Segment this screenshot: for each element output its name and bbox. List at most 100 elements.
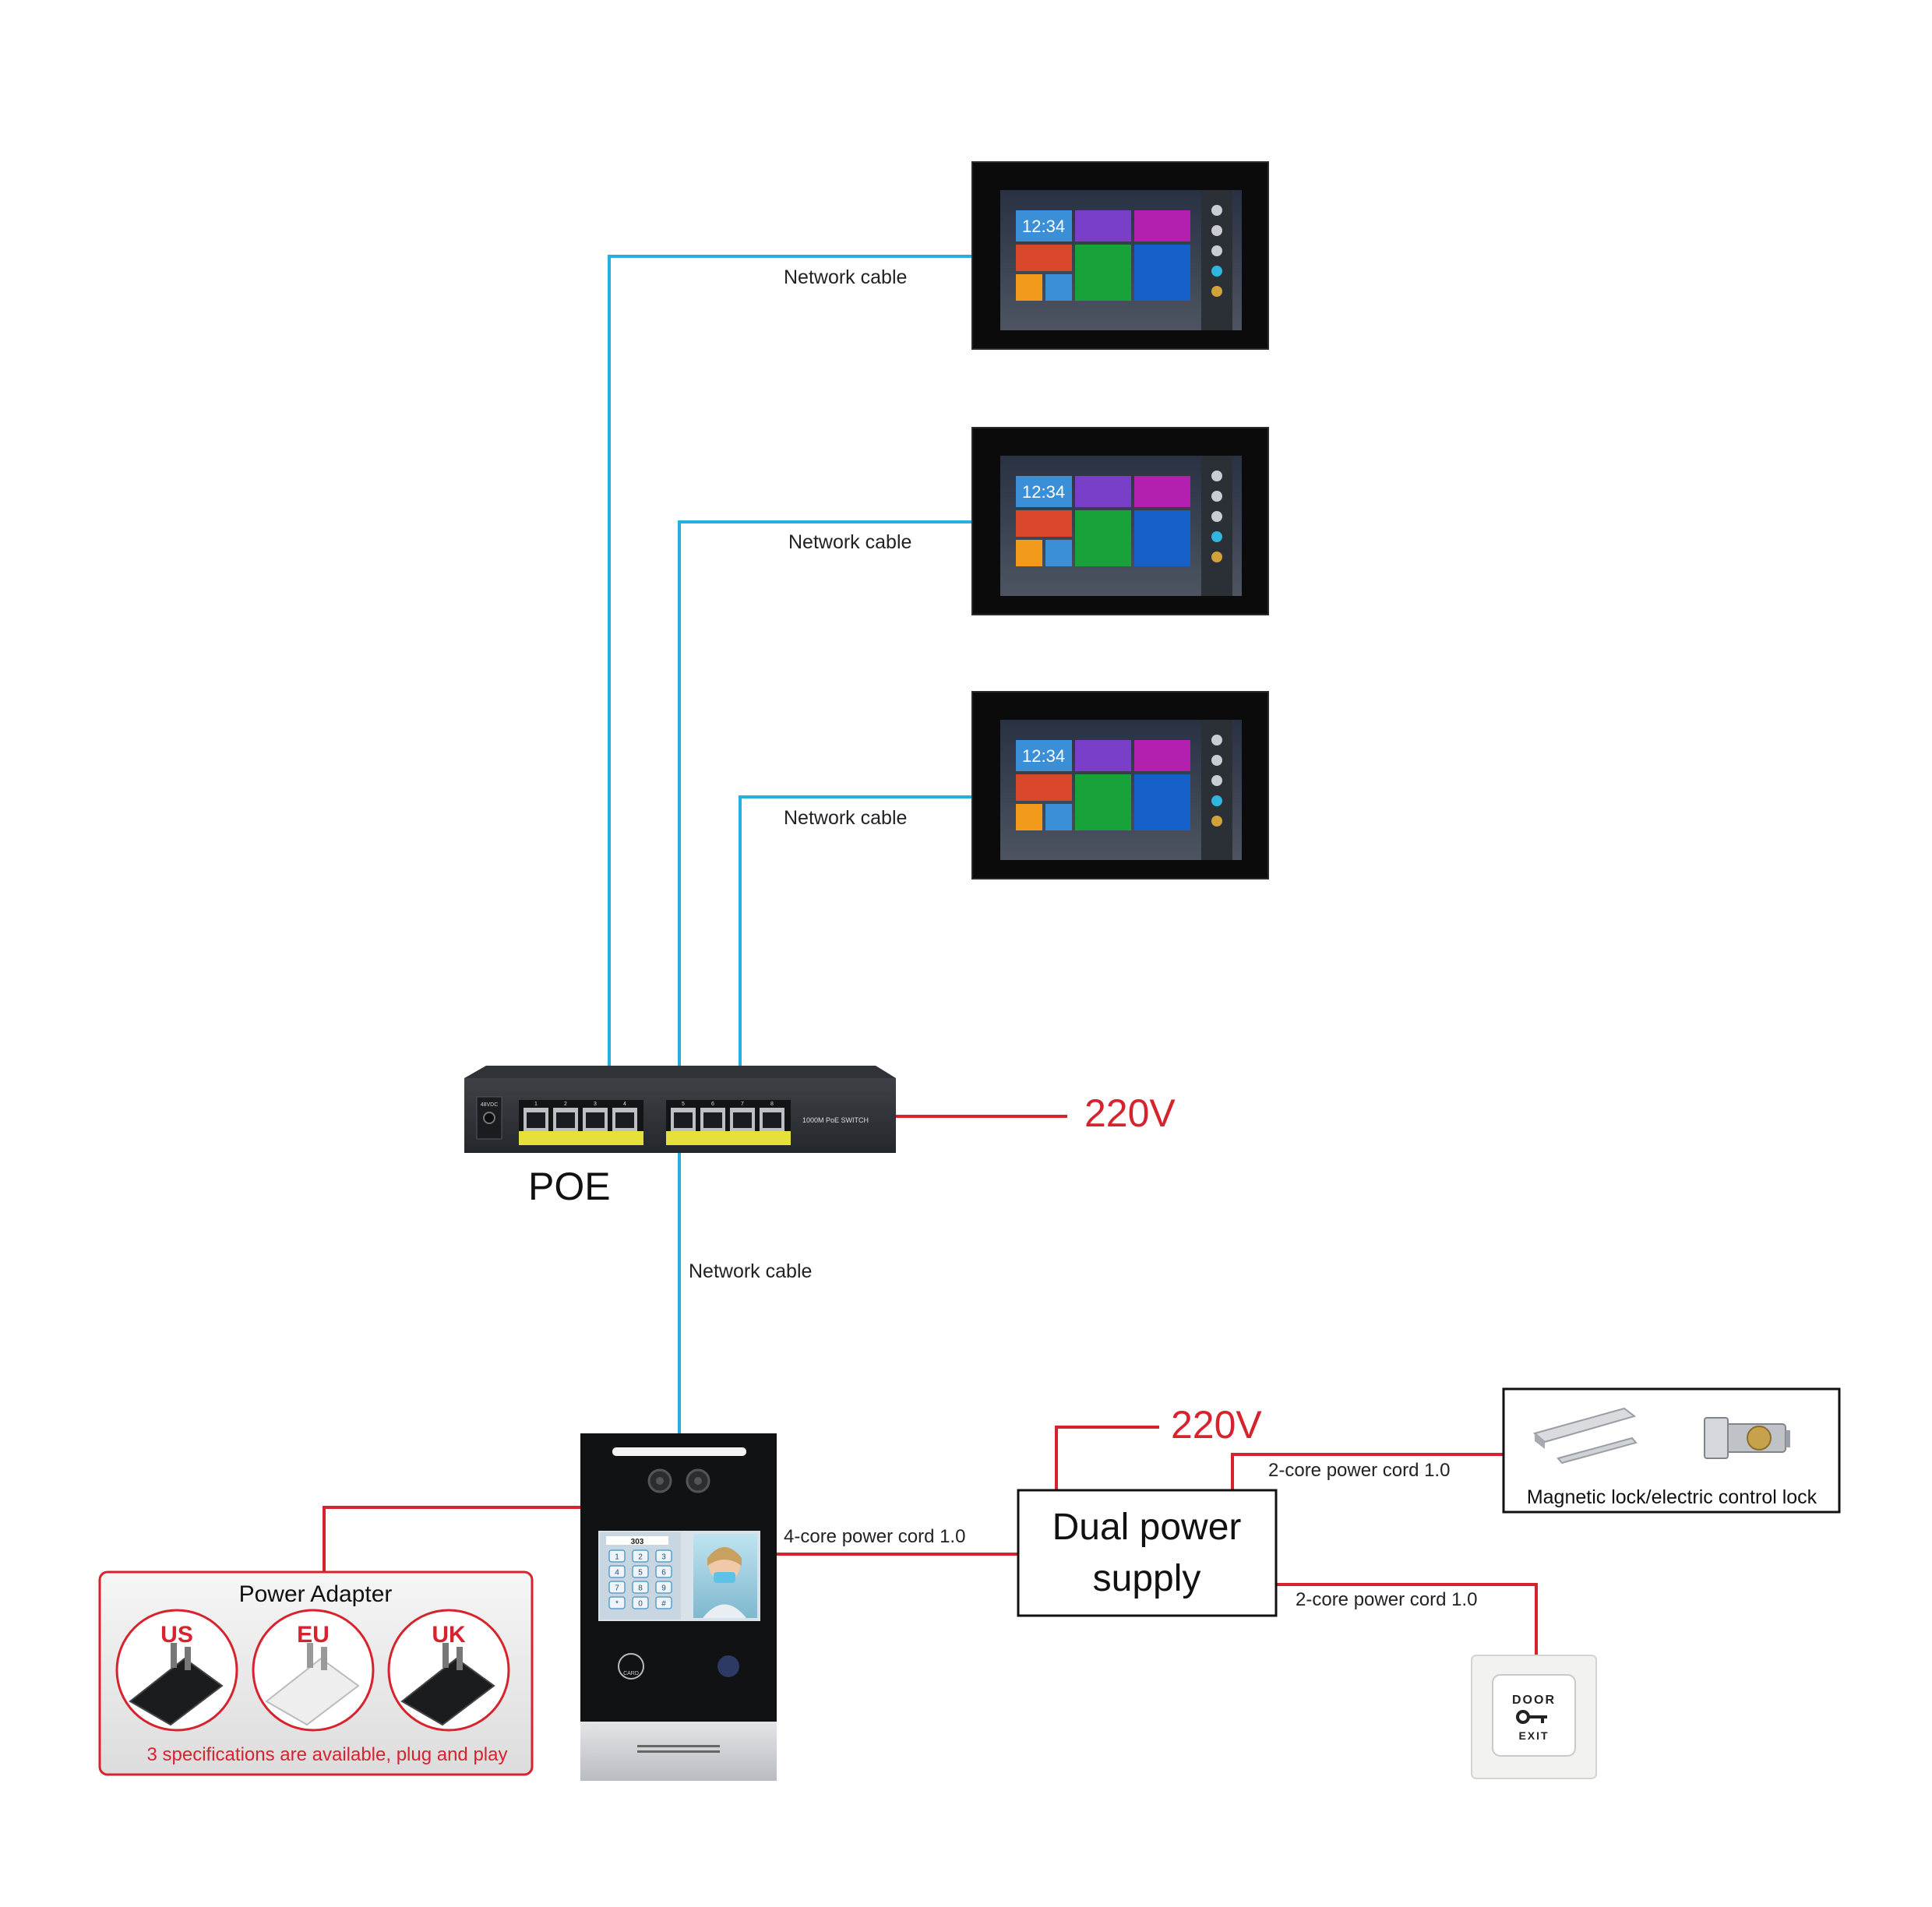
power-line-adapter	[323, 1506, 580, 1572]
indoor-monitor-3: 12:34	[971, 691, 1269, 879]
monitor-side-button-icon	[1211, 225, 1222, 236]
monitor-side-button-icon	[1211, 245, 1222, 256]
monitor-side-button-icon	[1211, 755, 1222, 766]
key-icon	[1516, 1710, 1547, 1724]
monitor-clock: 12:34	[1022, 217, 1065, 236]
network-cable-label-1: Network cable	[784, 266, 907, 288]
poe-port-number: 7	[741, 1102, 744, 1107]
keypad-key-label: 0	[638, 1600, 643, 1609]
network-cable-label-3: Network cable	[784, 807, 907, 829]
monitor-side-button-icon	[1211, 735, 1222, 746]
poe-port-number: 2	[564, 1102, 567, 1107]
keypad-key-label: 8	[638, 1584, 643, 1593]
keypad-key	[655, 1565, 672, 1578]
power-adapter-panel: Power Adapter US EU UK 3 specifications ar…	[98, 1570, 534, 1776]
monitor-side-button-icon	[1211, 552, 1222, 562]
monitor-clock: 12:34	[1022, 482, 1065, 502]
poe-port-number: 3	[594, 1102, 597, 1107]
indoor-monitor-2: 12:34	[971, 427, 1269, 615]
room-number: 303	[631, 1538, 644, 1546]
keypad-key	[655, 1596, 672, 1609]
monitor-side-button-icon	[1211, 531, 1222, 542]
power-adapter-note: 3 specifications are available, plug and…	[147, 1744, 508, 1765]
door-cord-label: 4-core power cord 1.0	[784, 1526, 965, 1547]
poe-power-label: 220V	[1084, 1091, 1176, 1135]
monitor-side-button-icon	[1211, 491, 1222, 502]
keypad-key-label: 2	[638, 1553, 643, 1562]
monitor-side-button-icon	[1211, 205, 1222, 216]
keypad-key	[632, 1565, 649, 1578]
card-label: CARD	[623, 1671, 639, 1676]
exit-cord-label: 2-core power cord 1.0	[1296, 1589, 1477, 1610]
poe-port-number: 5	[682, 1102, 685, 1107]
keypad-key	[632, 1596, 649, 1609]
indoor-monitor-1: 12:34	[971, 161, 1269, 350]
network-cable-line-2	[678, 520, 972, 1067]
card-reader-icon	[618, 1653, 644, 1680]
plug-type-label: EU	[297, 1622, 330, 1648]
keypad-key-label: 1	[615, 1553, 619, 1562]
keypad-key	[632, 1581, 649, 1594]
keypad-key-label: 7	[615, 1584, 619, 1593]
keypad-key-label: 4	[615, 1569, 619, 1577]
locks-panel: Magnetic lock/electric control lock	[1502, 1387, 1841, 1514]
keypad-key	[608, 1581, 626, 1594]
keypad-key	[655, 1549, 672, 1563]
plug-type-label: US	[160, 1622, 193, 1648]
plug-icon	[129, 1657, 224, 1726]
network-cable-label-2: Network cable	[788, 531, 911, 553]
keypad-key-label: 3	[661, 1553, 666, 1562]
monitor-side-button-icon	[1211, 775, 1222, 786]
poe-label: POE	[528, 1165, 611, 1208]
locks-label: Magnetic lock/electric control lock	[1527, 1486, 1817, 1508]
exit-button-line2: EXIT	[1518, 1729, 1549, 1742]
door-station: 303 1 2 3 4 5 6 7 8 9 * 0 # CARD	[580, 1433, 777, 1781]
power-line-supply-to-exit	[1276, 1583, 1538, 1655]
dual-power-line2: supply	[1093, 1558, 1201, 1599]
monitor-side-button-icon	[1211, 511, 1222, 522]
poe-port-number: 1	[534, 1102, 538, 1107]
poe-dc-label: 48VDC	[481, 1102, 499, 1108]
monitor-side-button-icon	[1211, 795, 1222, 806]
dual-power-line1: Dual power	[1052, 1507, 1242, 1548]
poe-port-number: 6	[711, 1102, 714, 1107]
magnetic-lock-icon	[1532, 1407, 1638, 1465]
poe-port-number: 4	[623, 1102, 626, 1107]
monitor-clock: 12:34	[1022, 746, 1065, 766]
monitor-side-button-icon	[1211, 286, 1222, 297]
poe-switch: 48VDC 1 2 3 4 5 6 7 8 1000M PoE SWITCH	[464, 1066, 896, 1153]
power-line-supply-input	[1055, 1426, 1159, 1490]
keypad: 1 2 3 4 5 6 7 8 9 * 0 #	[608, 1549, 672, 1609]
dual-power-supply-box	[1017, 1489, 1278, 1617]
door-network-cable-label: Network cable	[689, 1260, 812, 1282]
monitor-side-button-icon	[1211, 266, 1222, 277]
keypad-key	[608, 1565, 626, 1578]
dual-power-input-label: 220V	[1171, 1403, 1262, 1447]
keypad-key-label: 6	[661, 1569, 666, 1577]
exit-button-line1: DOOR	[1512, 1694, 1556, 1707]
plug-icon	[400, 1657, 495, 1726]
poe-front-label: 1000M PoE SWITCH	[802, 1116, 869, 1124]
power-adapter-title: Power Adapter	[239, 1581, 393, 1607]
keypad-key-label: 9	[661, 1584, 666, 1593]
keypad-key-label: 5	[638, 1569, 643, 1577]
lock-cord-label: 2-core power cord 1.0	[1268, 1460, 1450, 1481]
keypad-key	[655, 1581, 672, 1594]
monitor-side-button-icon	[1211, 471, 1222, 481]
keypad-key	[632, 1549, 649, 1563]
plug-type-label: UK	[432, 1622, 466, 1648]
poe-port-number: 8	[770, 1102, 774, 1107]
keypad-key-label: #	[661, 1600, 666, 1609]
plug-icon	[265, 1657, 360, 1726]
keypad-key-label: *	[615, 1600, 619, 1609]
power-line-supply-to-lock	[1231, 1453, 1504, 1490]
exit-button: DOOR EXIT	[1471, 1655, 1597, 1779]
keypad-key	[608, 1549, 626, 1563]
monitor-side-button-icon	[1211, 816, 1222, 827]
keypad-key	[608, 1596, 626, 1609]
electric-lock-icon	[1704, 1417, 1790, 1459]
call-button-icon	[717, 1655, 739, 1677]
network-cable-line-3	[739, 795, 972, 1067]
network-cable-line-1	[608, 255, 972, 1067]
